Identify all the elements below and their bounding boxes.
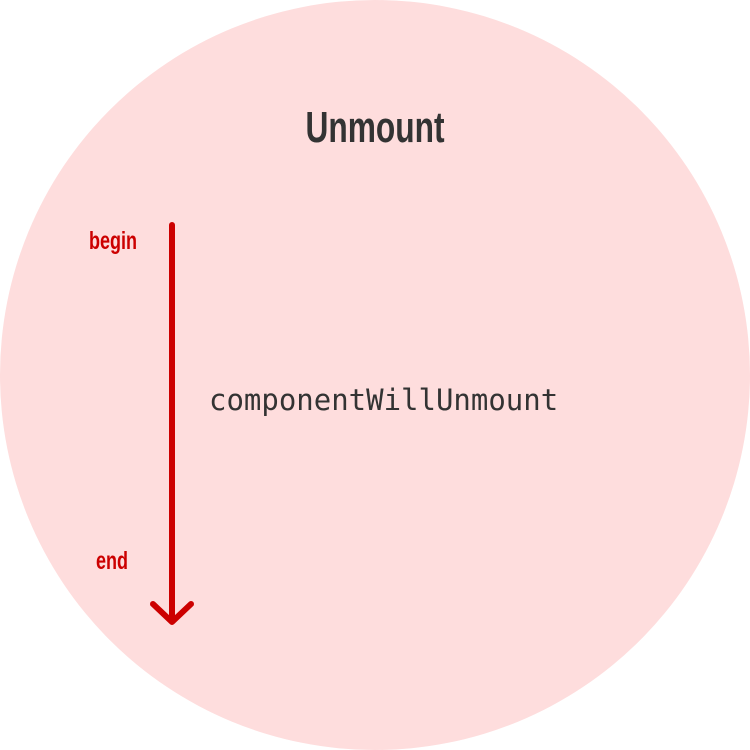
arrow-head xyxy=(150,601,194,625)
diagram-title: Unmount xyxy=(305,103,445,152)
begin-label: begin xyxy=(89,227,138,255)
down-arrow-icon xyxy=(150,222,194,625)
end-label: end xyxy=(96,547,129,575)
lifecycle-method-label: componentWillUnmount xyxy=(209,383,559,417)
